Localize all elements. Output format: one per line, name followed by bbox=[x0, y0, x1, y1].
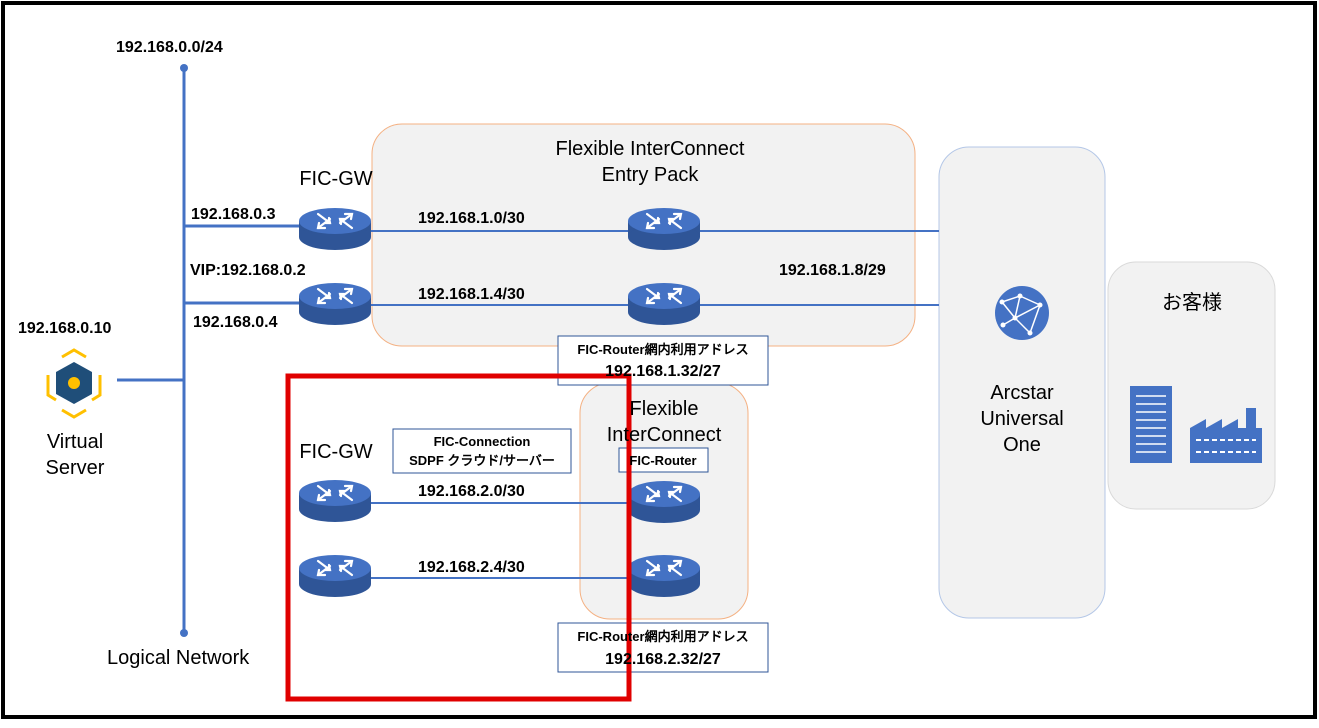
gw1-ip-label: 192.168.0.3 bbox=[191, 206, 276, 223]
fic-router-3 bbox=[626, 479, 702, 525]
fic-connection-line2: SDPF クラウド/サーバー bbox=[409, 453, 555, 468]
ficr-addr-box-2 bbox=[557, 622, 769, 673]
globe-icon bbox=[995, 286, 1049, 340]
fic-gw-label-bottom: FIC-GW bbox=[299, 441, 372, 463]
fic-title-1: Flexible bbox=[630, 398, 699, 420]
fic-gw-label-top: FIC-GW bbox=[299, 168, 372, 190]
fic-router-label: FIC-Router bbox=[629, 453, 696, 468]
ficr-addr1-line1: FIC-Router網内利用アドレス bbox=[577, 342, 748, 357]
fic-connection-line1: FIC-Connection bbox=[434, 434, 531, 449]
network-endpoint-bottom bbox=[180, 629, 188, 637]
logical-network-label: Logical Network bbox=[107, 647, 250, 669]
entry-pack-title-1: Flexible InterConnect bbox=[556, 138, 745, 160]
vip-label: VIP:192.168.0.2 bbox=[190, 262, 306, 279]
arcstar-panel bbox=[938, 146, 1106, 619]
connection-lines bbox=[117, 68, 939, 633]
arcstar-label-3: One bbox=[1003, 434, 1041, 456]
network-endpoint-top bbox=[180, 64, 188, 72]
arcstar-label-2: Universal bbox=[980, 408, 1063, 430]
link1-label: 192.168.1.0/30 bbox=[418, 210, 525, 227]
arcstar-label-1: Arcstar bbox=[990, 382, 1054, 404]
fic-router-entry-2 bbox=[626, 281, 702, 327]
virtual-server-ip: 192.168.0.10 bbox=[18, 320, 112, 337]
fic-router-4 bbox=[626, 553, 702, 599]
ficr-addr1-line2: 192.168.1.32/27 bbox=[605, 363, 721, 380]
ficr-addr2-line2: 192.168.2.32/27 bbox=[605, 651, 721, 668]
fic-title-2: InterConnect bbox=[607, 424, 722, 446]
fic-connection-box bbox=[392, 428, 572, 474]
customer-label: お客様 bbox=[1162, 291, 1222, 314]
virtual-server-label-1: Virtual bbox=[47, 431, 103, 453]
virtual-server-icon bbox=[46, 348, 102, 419]
office-building-icon bbox=[1130, 386, 1172, 463]
ficr-addr2-line1: FIC-Router網内利用アドレス bbox=[577, 629, 748, 644]
virtual-server-label-2: Server bbox=[46, 457, 105, 479]
fic-gw-router-1 bbox=[297, 206, 373, 252]
fic-gw-router-4 bbox=[297, 553, 373, 599]
highlight-box bbox=[285, 373, 632, 702]
fic-gw-router-3 bbox=[297, 478, 373, 524]
factory-icon bbox=[1190, 408, 1262, 463]
gw2-ip-label: 192.168.0.4 bbox=[193, 314, 278, 331]
link4-label: 192.168.2.0/30 bbox=[418, 483, 525, 500]
logical-subnet-label: 192.168.0.0/24 bbox=[116, 39, 223, 56]
fic-gw-router-2 bbox=[297, 281, 373, 327]
link3-label: 192.168.1.8/29 bbox=[779, 262, 886, 279]
entry-pack-title-2: Entry Pack bbox=[602, 164, 700, 186]
link2-label: 192.168.1.4/30 bbox=[418, 286, 525, 303]
fic-router-box bbox=[618, 447, 709, 473]
link5-label: 192.168.2.4/30 bbox=[418, 559, 525, 576]
fic-router-entry-1 bbox=[626, 206, 702, 252]
